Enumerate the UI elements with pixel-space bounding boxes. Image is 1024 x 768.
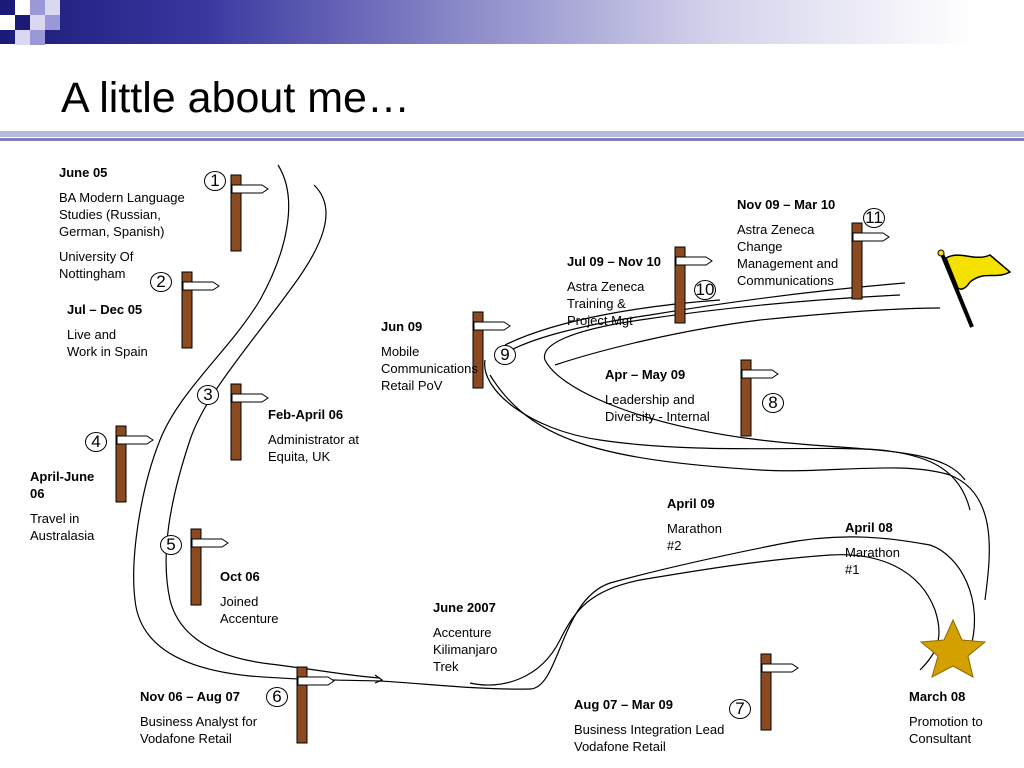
marker-3: 3 [197,385,219,405]
event-text: Astra Zeneca Training & Project Mgt [567,279,645,328]
event-1: June 05 BA Modern Language Studies (Russ… [59,164,209,282]
event-date: Nov 09 – Mar 10 [737,197,836,212]
event-text: Business Analyst for Vodafone Retail [140,714,258,746]
event-4: April-June 06 Travel in Australasia [30,468,120,544]
event-10: Jul 09 – Nov 10 Astra Zeneca Training & … [567,253,677,329]
marker-11: 11 [863,208,885,228]
title-rule [0,131,1024,137]
event-3: Feb-April 06 Administrator at Equita, UK [268,406,388,465]
event-11: Nov 09 – Mar 10 Astra Zeneca Change Mana… [737,196,857,289]
event-text: Joined Accenture [220,594,279,626]
marker-9: 9 [494,345,516,365]
milestone-date: April 09 [667,496,715,511]
milestone-marathon-1: April 08 Marathon #1 [845,519,925,578]
marker-10: 10 [694,280,716,300]
slide-title: A little about me… [61,74,410,122]
event-text: Travel in Australasia [30,511,95,543]
milestone-text: Promotion to Consultant [909,714,983,746]
milestone-text: Accenture Kilimanjaro Trek [433,625,498,674]
header-band [0,0,1024,44]
event-date: Oct 06 [220,569,260,584]
title-rule-dark [0,138,1024,141]
event-9: Jun 09 Mobile Communications Retail PoV [381,318,491,394]
milestone-text: Marathon #1 [845,545,900,577]
event-text: Live and Work in Spain [67,327,148,359]
event-date: Feb-April 06 [268,407,344,422]
event-text: Astra Zeneca Change Management and Commu… [737,222,839,288]
event-5: Oct 06 Joined Accenture [220,568,320,627]
event-2: Jul – Dec 05 Live and Work in Spain [67,301,177,360]
event-date: Jul – Dec 05 [67,302,143,317]
milestone-kilimanjaro: June 2007 Accenture Kilimanjaro Trek [433,599,523,675]
event-text-2: University Of Nottingham [59,249,134,281]
event-6: Nov 06 – Aug 07 Business Analyst for Vod… [140,688,280,747]
milestone-date: April 08 [845,520,893,535]
marker-6: 6 [266,687,288,707]
event-text: BA Modern Language Studies (Russian, Ger… [59,190,185,239]
event-date: Jun 09 [381,319,423,334]
event-text: Business Integration Lead Vodafone Retai… [574,722,725,754]
event-text: Leadership and Diversity - Internal [605,392,710,424]
marker-5: 5 [160,535,182,555]
milestone-promotion: March 08 Promotion to Consultant [909,688,1009,747]
marker-2: 2 [150,272,172,292]
milestone-marathon-2: April 09 Marathon #2 [667,495,747,554]
marker-8: 8 [762,393,784,413]
event-8: Apr – May 09 Leadership and Diversity - … [605,366,735,425]
event-date: June 05 [59,165,108,180]
event-date: Apr – May 09 [605,367,686,382]
event-date: Nov 06 – Aug 07 [140,689,240,704]
milestone-date: March 08 [909,689,966,704]
marker-1: 1 [204,171,226,191]
event-7: Aug 07 – Mar 09 Business Integration Lea… [574,696,754,755]
event-date: Jul 09 – Nov 10 [567,254,661,269]
marker-4: 4 [85,432,107,452]
event-text: Mobile Communications Retail PoV [381,344,478,393]
marker-7: 7 [729,699,751,719]
milestone-text: Marathon #2 [667,521,722,553]
event-date: April-June 06 [30,469,95,501]
event-text: Administrator at Equita, UK [268,432,360,464]
event-date: Aug 07 – Mar 09 [574,697,673,712]
milestone-date: June 2007 [433,600,496,615]
